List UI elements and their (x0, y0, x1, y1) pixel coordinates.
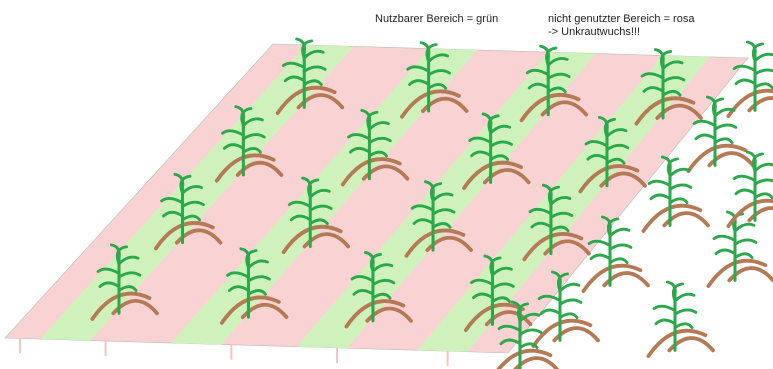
legend-unused-area-line1: nicht genutzter Bereich = rosa (548, 13, 694, 26)
corn-plant (728, 42, 773, 116)
legend-unused-area: nicht genutzter Bereich = rosa -> Unkrau… (548, 13, 694, 39)
legend-unused-area-line2: -> Unkrautwuchs!!! (548, 26, 694, 39)
corn-plant (708, 212, 773, 286)
legend-used-area: Nutzbarer Bereich = grün (375, 13, 498, 26)
corn-plant (648, 282, 713, 356)
